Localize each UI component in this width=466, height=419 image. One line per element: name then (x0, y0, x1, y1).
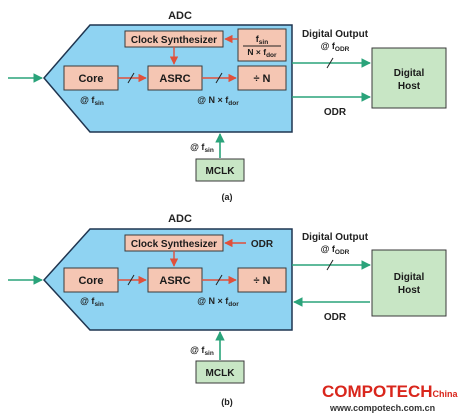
digital-host-label-line1: Digital (394, 272, 425, 283)
divide-n-label: ÷ N (253, 275, 270, 287)
digital-host-label-line2: Host (398, 285, 421, 296)
core-label: Core (78, 275, 103, 287)
core-label: Core (78, 73, 103, 85)
ratio-denominator: N × fdor (247, 47, 277, 59)
asrc-label: ASRC (159, 73, 190, 85)
adc-label: ADC (168, 213, 192, 225)
mclk-rate-label: @ fsin (190, 142, 214, 154)
bus-slash (215, 274, 223, 286)
clock-synthesizer-label: Clock Synthesizer (131, 239, 217, 250)
digital-host-label-line2: Host (398, 81, 421, 92)
odr-label: ODR (324, 107, 347, 118)
bus-slash (127, 72, 135, 84)
nfdor-rate-label: @ N × fdor (197, 95, 239, 107)
nfdor-rate-label: @ N × fdor (197, 296, 239, 308)
digital-host-box (371, 47, 447, 109)
digital-output-label: Digital Output (302, 29, 369, 40)
diagram-a: ADC Clock Synthesizer fsin N × fdor Core… (8, 10, 447, 202)
adc-label: ADC (168, 10, 192, 22)
watermark-url: www.compotech.com.cn (329, 403, 435, 413)
caption-a: (a) (222, 192, 233, 202)
fodr-rate-label: @ fODR (321, 244, 350, 256)
fsin-rate-label: @ fsin (80, 95, 104, 107)
bus-slash (215, 72, 223, 84)
divide-n-label: ÷ N (253, 73, 270, 85)
clock-synthesizer-label: Clock Synthesizer (131, 35, 217, 46)
caption-b: (b) (221, 397, 233, 407)
mclk-label: MCLK (206, 368, 236, 379)
divide-n-box (237, 65, 287, 91)
bus-slash (326, 259, 334, 271)
mclk-box (195, 360, 245, 384)
core-box (63, 267, 119, 293)
digital-host-box (371, 249, 447, 317)
odr-input-label: ODR (251, 239, 274, 250)
core-box (63, 65, 119, 91)
asrc-label: ASRC (159, 275, 190, 287)
compotech-watermark: COMPOTECHChina www.compotech.com.cn (322, 382, 458, 413)
diagram-b: ADC Clock Synthesizer ODR Core ASRC ÷ N … (8, 213, 447, 407)
fsin-rate-label: @ fsin (80, 296, 104, 308)
divide-n-box (237, 267, 287, 293)
fodr-rate-label: @ fODR (321, 41, 350, 53)
mclk-rate-label: @ fsin (190, 345, 214, 357)
mclk-box (195, 158, 245, 182)
ratio-box (237, 28, 287, 62)
digital-host-label-line1: Digital (394, 68, 425, 79)
ratio-numerator: fsin (256, 34, 268, 46)
watermark-brand: COMPOTECHChina (322, 382, 458, 401)
odr-label: ODR (324, 312, 347, 323)
mclk-label: MCLK (206, 166, 236, 177)
digital-output-label: Digital Output (302, 232, 369, 243)
bus-slash (326, 57, 334, 69)
asrc-box (147, 267, 203, 293)
bus-slash (127, 274, 135, 286)
